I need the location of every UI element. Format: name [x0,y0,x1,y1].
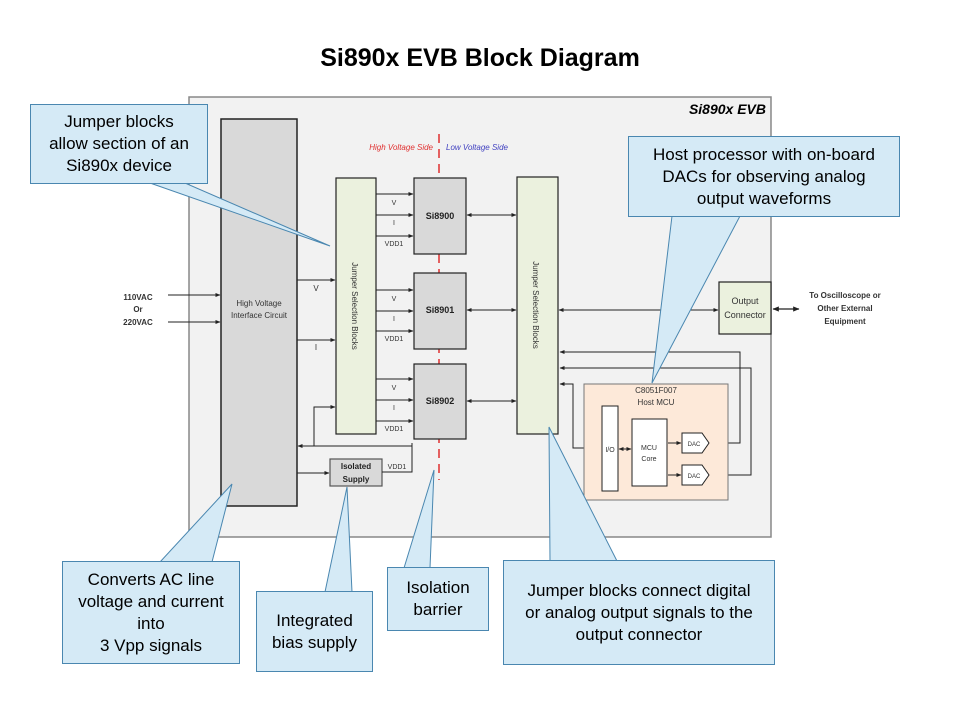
output-connector-label-1: Output [731,296,759,306]
io-label: I/O [605,447,615,454]
supply-vdd1-line [382,446,413,473]
device-signals-si8900: V I VDD1 [376,192,414,248]
svg-text:I: I [393,405,395,412]
hv-interface-label-1: High Voltage [236,299,282,308]
device-si8900: Si8900 [413,177,467,255]
device-label-si8902: Si8902 [426,396,455,406]
output-connector-block [718,281,772,335]
dac-label-1: DAC [688,442,701,448]
device-label-si8901: Si8901 [426,305,455,315]
mcu-core-label-1: MCU [641,445,657,452]
hv-interface-label-2: Interface Circuit [231,311,288,320]
svg-text:VDD1: VDD1 [385,426,404,433]
device-signals-si8901: V I VDD1 [376,288,414,343]
jumper-left-label: Jumper Selection Blocks [350,262,359,350]
dac-block-1 [681,432,710,454]
external-label-1: To Oscilloscope or [809,291,880,300]
svg-text:VDD1: VDD1 [385,241,404,248]
hv-v-label: V [313,284,319,293]
input-label-220vac: 220VAC [123,318,153,327]
supply-vdd1-label: VDD1 [388,464,407,471]
callout-jumper-connect: Jumper blocks connect digital or analog … [503,560,775,665]
output-connector-label-2: Connector [724,310,766,320]
jumper-selection-block-right [516,176,559,435]
device-signals-si8902: V I VDD1 [376,377,414,433]
svg-text:V: V [392,296,397,303]
mcu-name-label: Host MCU [638,398,675,407]
svg-text:I: I [393,316,395,323]
jumper-right-label: Jumper Selection Blocks [531,261,540,349]
device-label-si8900: Si8900 [426,211,455,221]
svg-text:VDD1: VDD1 [385,336,404,343]
mcu-core-label-2: Core [641,456,656,463]
mcu-part-label: C8051F007 [635,386,677,395]
isolated-supply-label-2: Supply [343,475,370,484]
mcu-core-block [631,418,668,487]
input-label-or: Or [133,305,142,314]
io-block [601,405,619,492]
page-title: Si890x EVB Block Diagram [320,44,640,72]
dac-block-2 [681,464,710,486]
callout-bias-supply: Integrated bias supply [256,591,373,672]
jumper-selection-block-left [335,177,377,435]
isolated-supply-block [329,458,383,487]
hv-i-label: I [315,343,317,352]
supply-to-jumper-line [313,405,336,446]
device-si8902: Si8902 [413,363,467,440]
board-label: Si890x EVB [689,101,766,117]
svg-text:V: V [392,385,397,392]
hv-interface-block [220,118,298,507]
low-voltage-side-label: Low Voltage Side [446,143,509,152]
callout-isolation-barrier: Isolation barrier [387,567,489,631]
svg-text:I: I [393,220,395,227]
dac-label-2: DAC [688,474,701,480]
callout-converts-ac: Converts AC line voltage and current int… [62,561,240,664]
callout-jumper-select: Jumper blocks allow section of an Si890x… [30,104,208,184]
input-label-110vac: 110VAC [123,293,152,302]
svg-text:V: V [392,200,397,207]
external-label-3: Equipment [824,317,866,326]
external-label-2: Other External [817,304,872,313]
isolated-supply-label-1: Isolated [341,462,371,471]
high-voltage-side-label: High Voltage Side [369,143,433,152]
device-si8901: Si8901 [413,272,467,350]
callout-host-processor: Host processor with on-board DACs for ob… [628,136,900,217]
